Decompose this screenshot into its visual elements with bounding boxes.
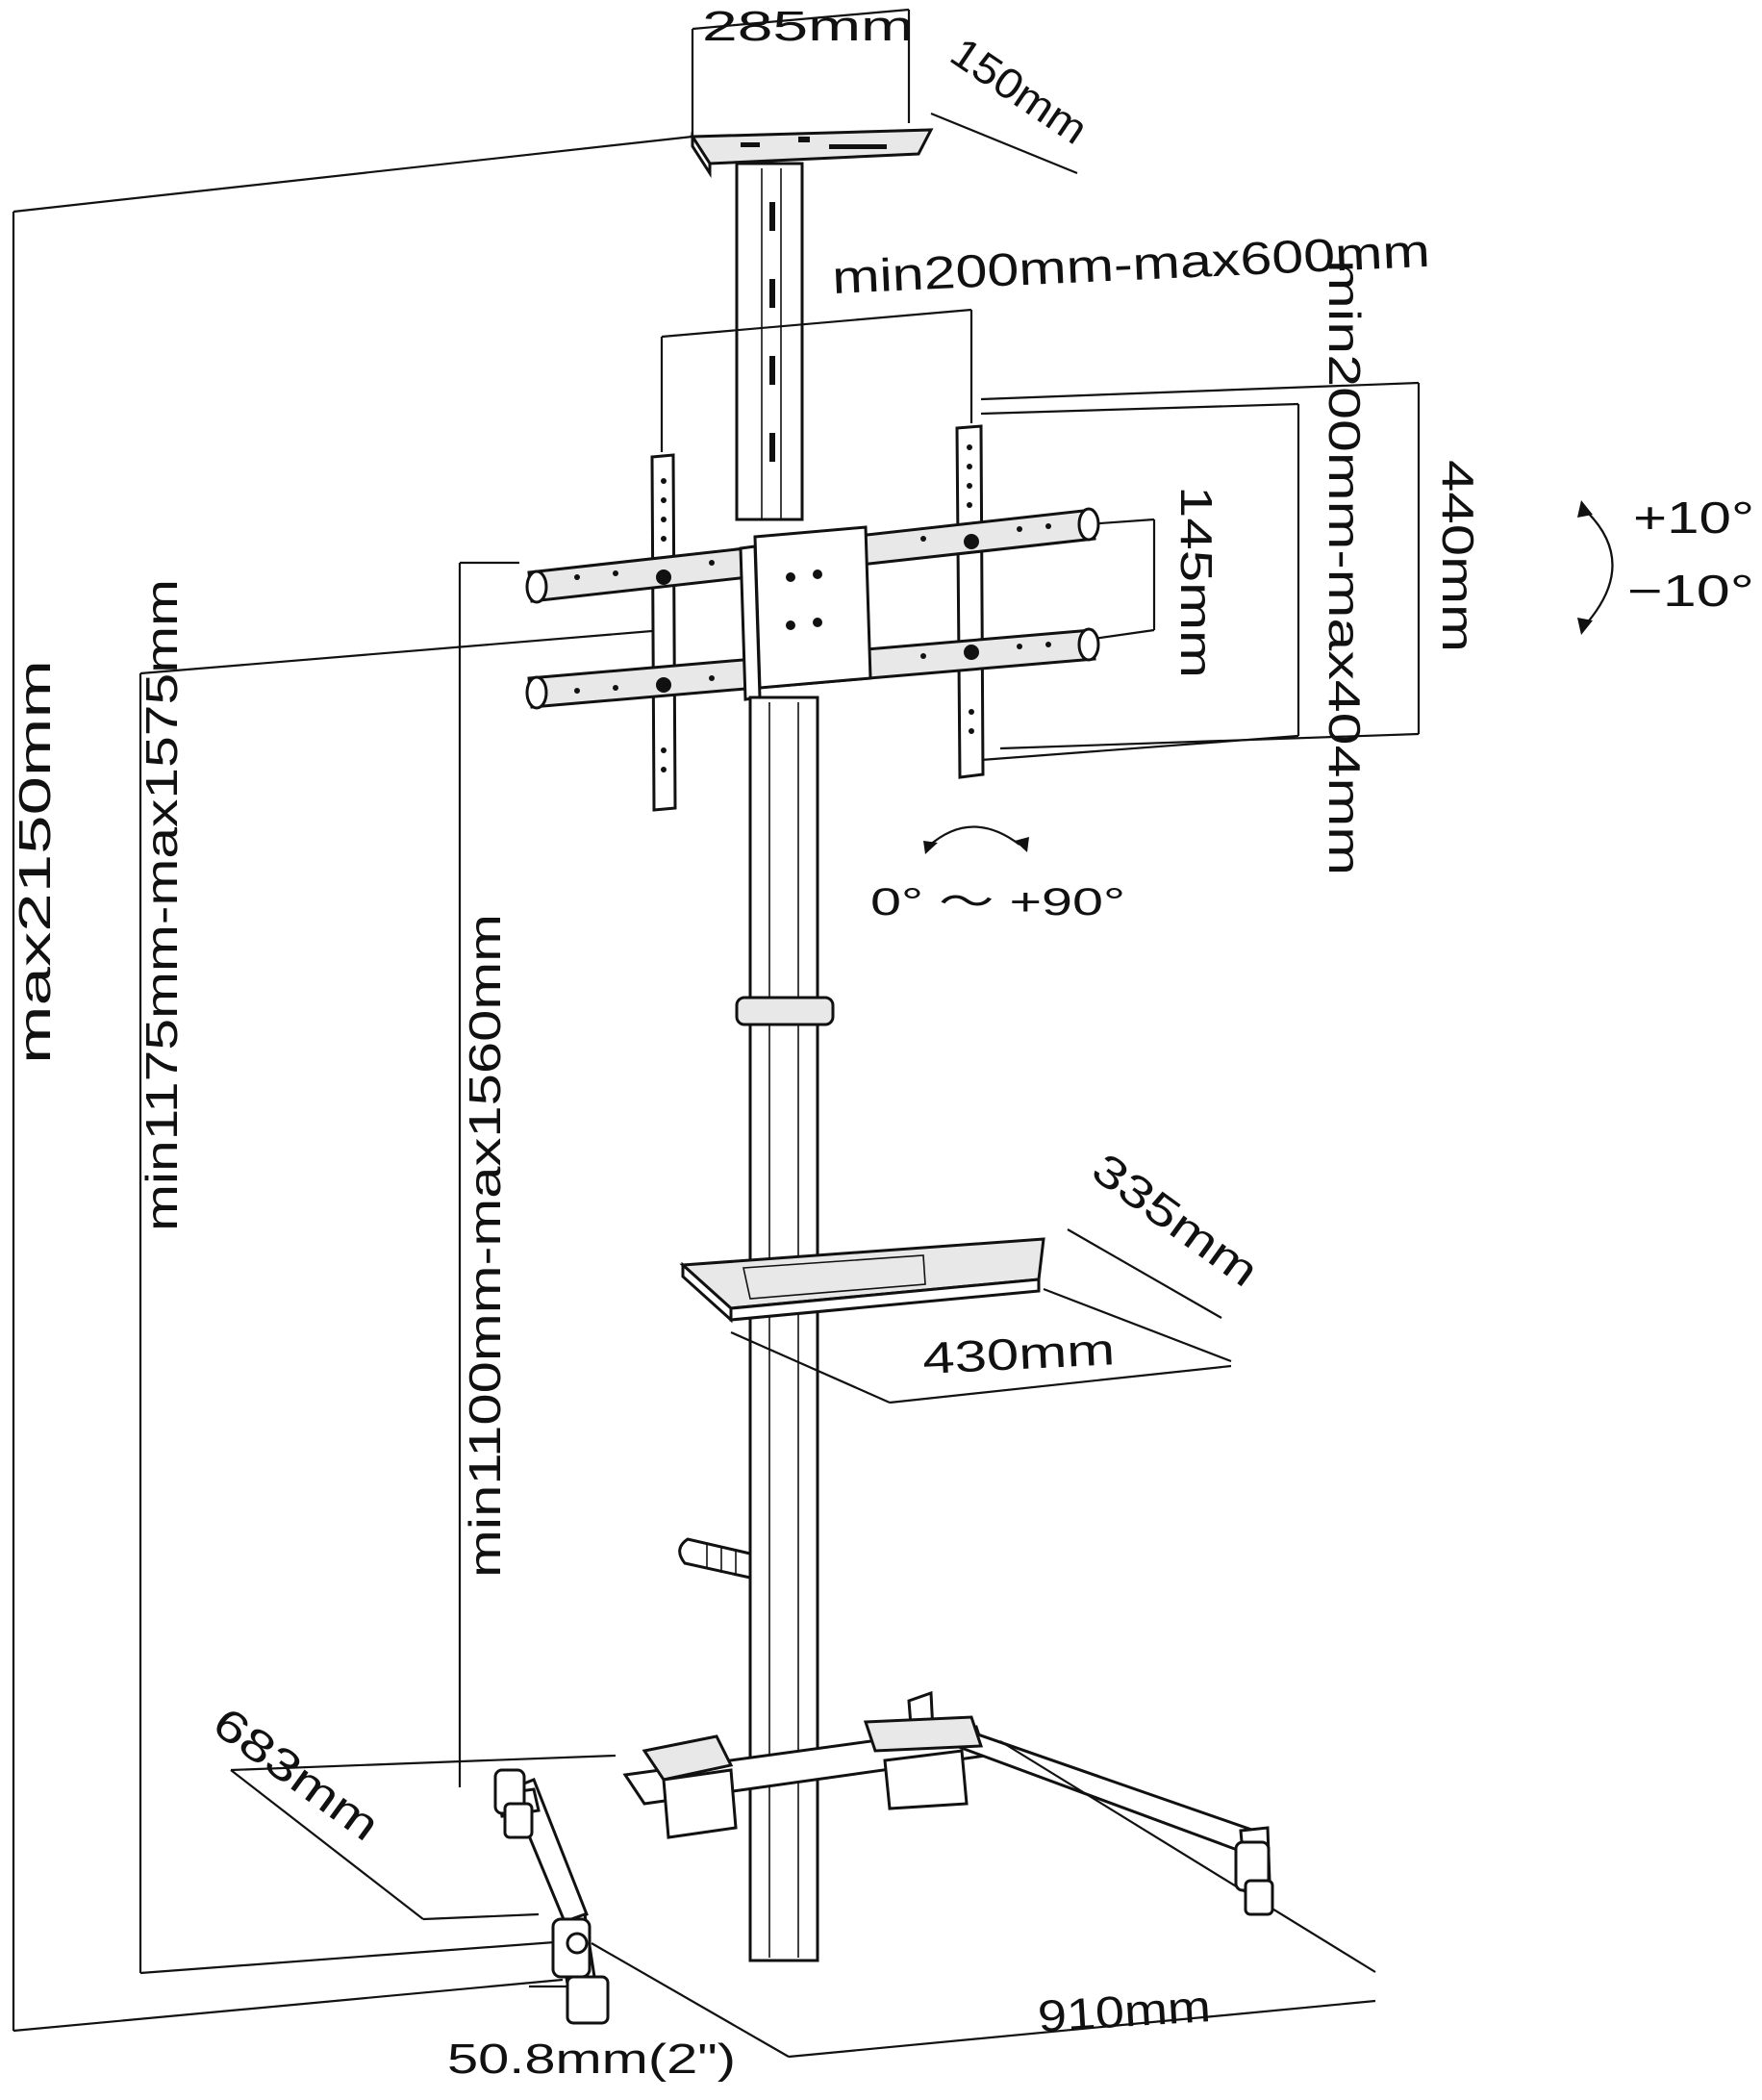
height-guides (12, 135, 693, 2033)
label-rotation: 0° ～ +90° (870, 881, 1125, 923)
vesa-dimensions (660, 308, 1421, 762)
av-shelf (679, 1228, 1232, 1404)
label-tilt-down: −10° (1627, 566, 1754, 616)
label-vesa-vertical: min200mm-max404mm (1320, 260, 1370, 875)
label-vesa-145: 145mm (1171, 486, 1221, 678)
cable-hook (678, 1537, 752, 1580)
label-top-shelf-depth: 150mm (942, 29, 1095, 154)
label-overall-height: max2150mm (10, 660, 60, 1064)
label-vesa-440: 440mm (1433, 460, 1483, 652)
label-top-shelf-width: 285mm (702, 3, 914, 50)
label-caster-size: 50.8mm(2") (447, 2036, 736, 2083)
label-shelf-depth: 335mm (1083, 1143, 1268, 1297)
caster-left (493, 1768, 534, 1839)
upper-column (735, 162, 804, 521)
label-center-height: min1175mm-max1575mm (137, 579, 187, 1231)
caster-front (551, 1917, 610, 2025)
vesa-bracket (525, 424, 1100, 812)
label-base-depth: 683mm (204, 1697, 389, 1851)
caster-right (1234, 1840, 1274, 1916)
label-base-width: 910mm (1036, 1981, 1212, 2041)
label-tilt-up: +10° (1633, 493, 1754, 543)
main-column (735, 696, 835, 1962)
label-bracket-height: min1100mm-max1560mm (460, 914, 510, 1578)
rotation-arrow (923, 825, 1029, 854)
tilt-arrow (1577, 500, 1614, 635)
label-shelf-width: 430mm (921, 1324, 1116, 1383)
camera-shelf (690, 8, 1078, 179)
